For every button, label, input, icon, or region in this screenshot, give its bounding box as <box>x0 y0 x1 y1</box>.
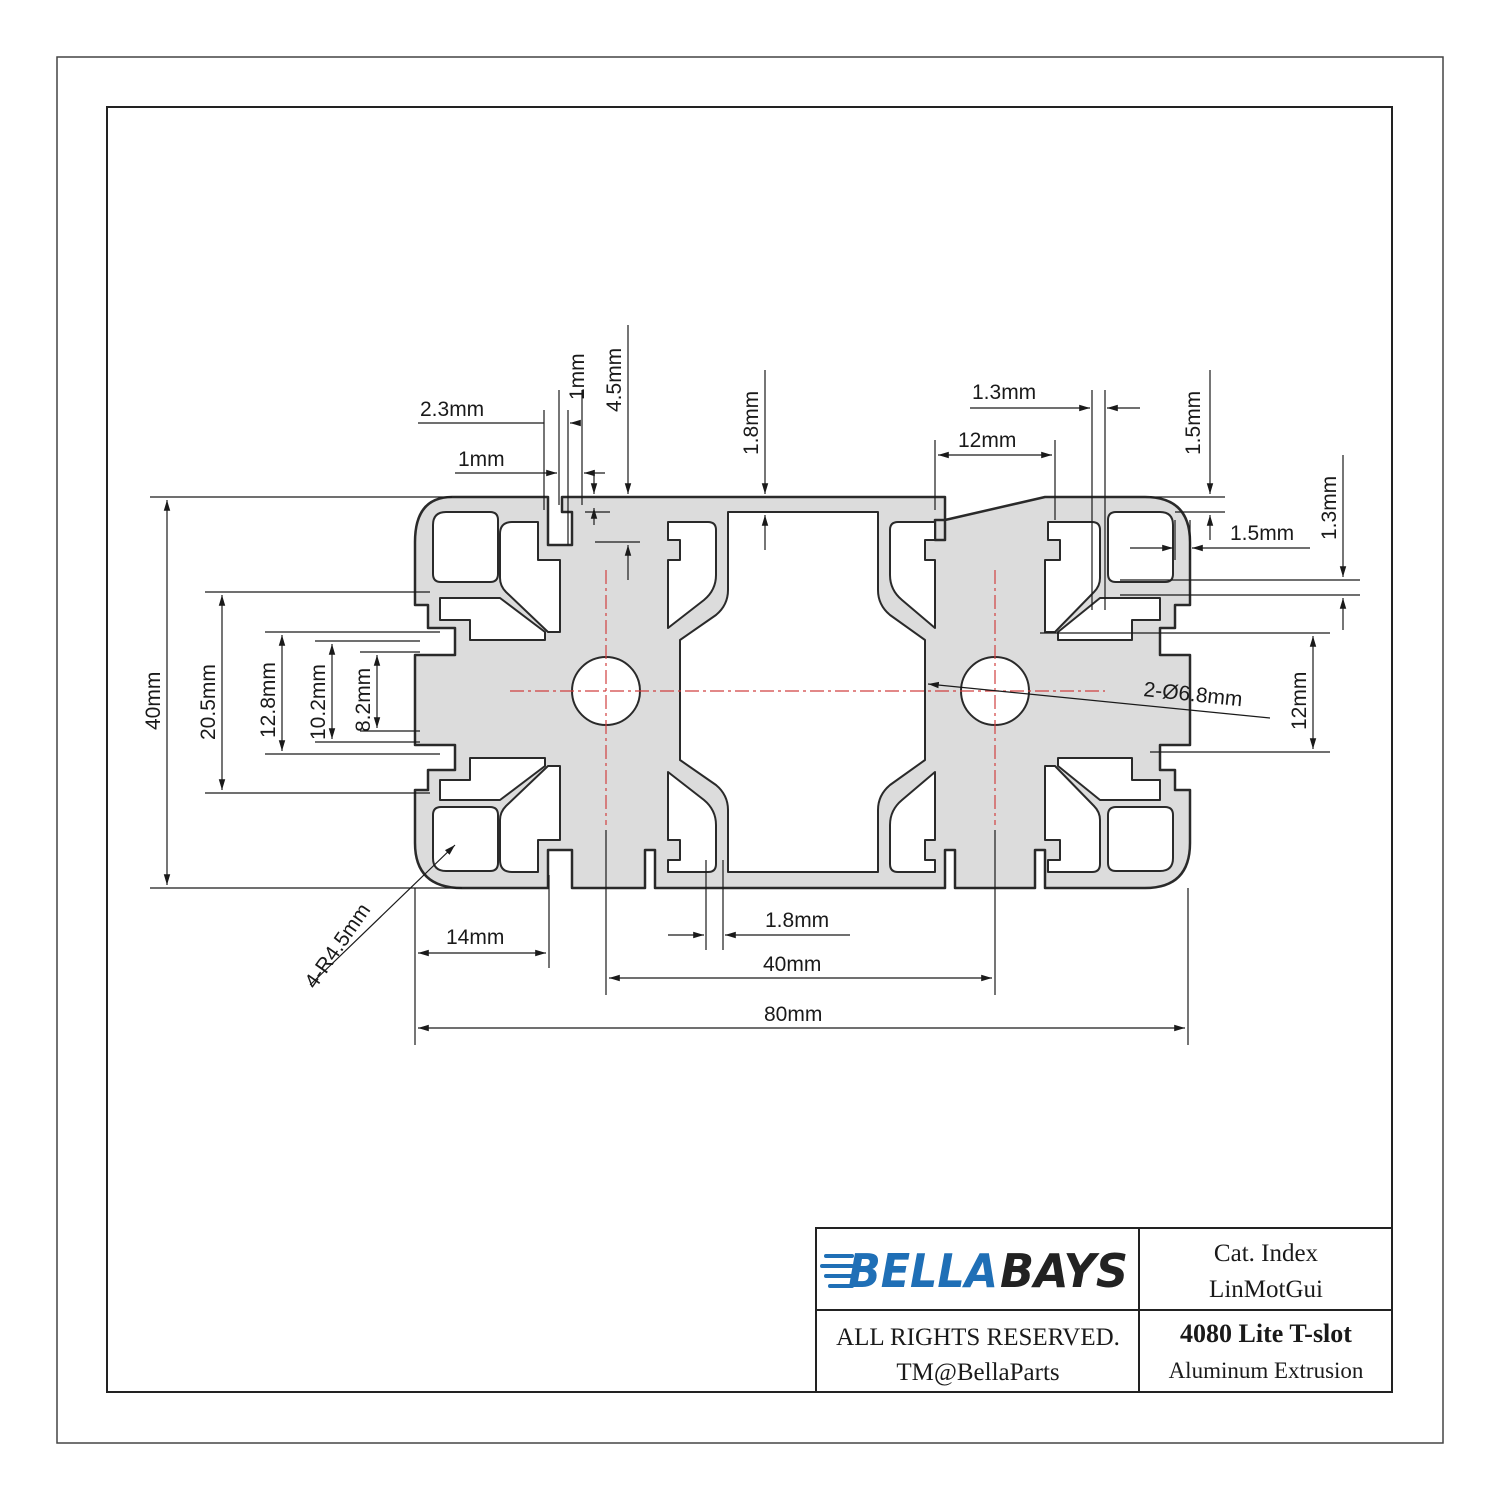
dim-10-2mm: 10.2mm <box>307 664 330 740</box>
trademark: TM@BellaParts <box>896 1359 1059 1386</box>
pocket-top-right <box>1107 511 1174 583</box>
dim-12-8mm: 12.8mm <box>257 662 280 738</box>
dim-40mm-left: 40mm <box>142 672 165 730</box>
inner-frame <box>106 106 1393 1393</box>
pocket-right-lower-slot <box>1057 757 1161 801</box>
dim-80mm: 80mm <box>764 1003 822 1026</box>
dim-1-3mm-right: 1.3mm <box>1318 476 1341 540</box>
product-name: 4080 Lite T-slot <box>1180 1319 1352 1348</box>
dim-20-5mm: 20.5mm <box>197 664 220 740</box>
pocket-mid-bottom-left <box>667 771 717 873</box>
dim-4-5mm: 4.5mm <box>603 348 626 412</box>
dim-1mm-lower: 1mm <box>458 448 505 471</box>
dim-1-5mm-vertical: 1.5mm <box>1182 391 1205 455</box>
dim-2-3mm: 2.3mm <box>420 398 484 421</box>
pocket-mid-top-right <box>889 521 936 629</box>
title-block <box>815 1227 1393 1393</box>
dim-1-8mm-bottom: 1.8mm <box>765 909 829 932</box>
dimension-labels: 2.3mm 1mm 4.5mm 1mm 1.8mm 1.3mm 12mm 1.5… <box>142 348 1341 1026</box>
product-material: Aluminum Extrusion <box>1169 1358 1364 1383</box>
outer-frame <box>56 56 1444 1444</box>
pocket-bottom-left <box>432 806 499 872</box>
pocket-right-top <box>1044 521 1101 633</box>
cat-index-value: LinMotGui <box>1209 1276 1323 1303</box>
logo-speed-lines <box>820 1254 854 1288</box>
pocket-mid-bottom-right <box>889 771 936 873</box>
centerlines <box>510 570 1105 825</box>
pocket-left-top <box>499 521 561 633</box>
dim-8-2mm: 8.2mm <box>352 668 375 732</box>
bellabays-logo: BELLA BAYS <box>820 1244 1128 1298</box>
pocket-left-bottom <box>499 765 561 873</box>
dimension-lines <box>150 325 1360 1045</box>
dim-1-3mm-top: 1.3mm <box>972 381 1036 404</box>
extrusion-profile <box>413 495 1192 890</box>
dim-40mm-bottom: 40mm <box>763 953 821 976</box>
pocket-top-left <box>432 511 499 583</box>
pocket-left-lower-slot <box>439 757 546 801</box>
pocket-bottom-right <box>1107 806 1174 872</box>
logo-bays: BAYS <box>1000 1244 1128 1298</box>
dim-14mm: 14mm <box>446 926 504 949</box>
dim-1-8mm-top: 1.8mm <box>740 391 763 455</box>
dim-12mm-top: 12mm <box>958 429 1016 452</box>
dim-1-5mm-horizontal: 1.5mm <box>1230 522 1294 545</box>
dim-radius: 4-R4.5mm <box>300 899 375 992</box>
pocket-mid-top-left <box>667 521 717 629</box>
center-cavity <box>679 511 926 873</box>
logo-bella: BELLA <box>848 1244 998 1298</box>
pocket-left-upper-slot <box>439 597 546 641</box>
rights-reserved: ALL RIGHTS RESERVED. <box>836 1324 1120 1351</box>
cat-index-label: Cat. Index <box>1214 1240 1319 1267</box>
dim-1mm-upper: 1mm <box>566 353 589 400</box>
pocket-right-bottom <box>1044 765 1101 873</box>
dim-12mm-right: 12mm <box>1288 672 1311 730</box>
